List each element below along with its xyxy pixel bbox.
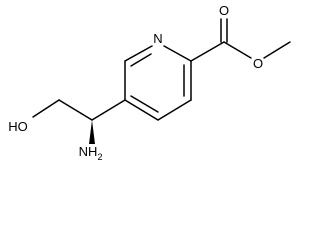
bond-c6-n1-double bbox=[130, 53, 152, 67]
bond-c5-chiral bbox=[91, 99, 126, 121]
bond-c2-carbonyl bbox=[190, 41, 225, 62]
bond-ester-o-methyl bbox=[263, 41, 291, 59]
bond-c4-c5 bbox=[124, 99, 159, 121]
atom-label-n-ring: N bbox=[153, 31, 162, 46]
wedge-bond-chiral-nh2 bbox=[89, 120, 95, 144]
bond-c3-c4 bbox=[157, 99, 192, 121]
bond-ch2-oh bbox=[32, 99, 60, 118]
atom-label-amine: NH bbox=[79, 144, 98, 159]
atom-label-o-carbonyl: O bbox=[219, 3, 229, 18]
bond-n1-c2 bbox=[163, 45, 192, 62]
atom-label-o-ester: O bbox=[253, 56, 263, 71]
bond-c6-n1 bbox=[124, 45, 153, 62]
bond-c4-c5-double bbox=[130, 95, 159, 113]
atom-label-amine-subscript: 2 bbox=[97, 152, 102, 162]
molecule-structure: N O O HO NH 2 bbox=[8, 3, 291, 162]
structure-canvas: N O O HO NH 2 bbox=[8, 3, 291, 162]
atom-label-hydroxyl: HO bbox=[8, 119, 28, 134]
bond-chiral-ch2 bbox=[58, 99, 93, 121]
bond-carbonyl-ester-o bbox=[223, 41, 252, 59]
